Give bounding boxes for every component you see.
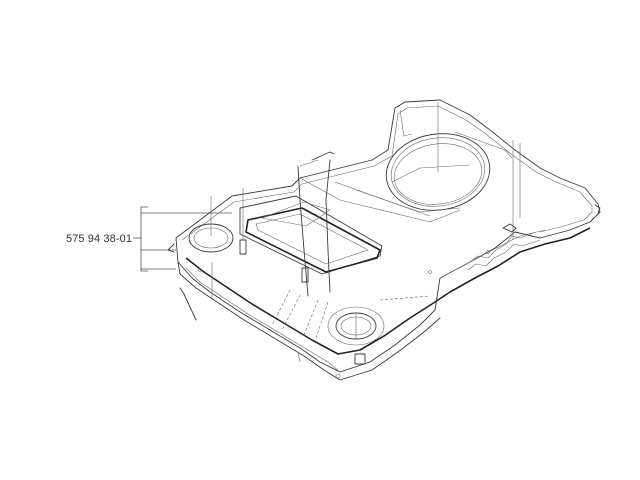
large-port	[299, 102, 513, 223]
part-number-label: 575 94 38-01	[66, 233, 133, 245]
small-port-left	[188, 188, 309, 283]
hidden-lines	[271, 289, 431, 339]
hose	[297, 151, 335, 297]
small-port-lower	[327, 306, 385, 346]
right-leaders	[512, 140, 521, 240]
housing-body	[175, 99, 601, 381]
fastener-details	[167, 204, 601, 379]
callout-bracket	[133, 206, 232, 272]
seal-gasket	[239, 195, 383, 275]
